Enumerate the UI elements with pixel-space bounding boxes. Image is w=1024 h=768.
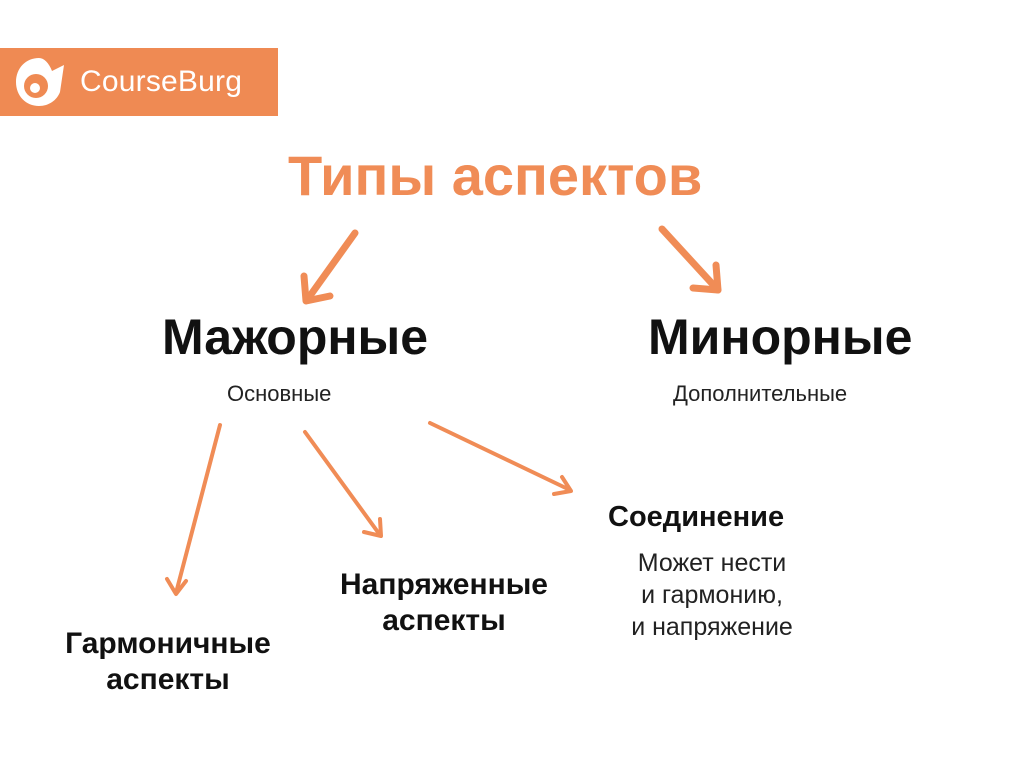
diagram-title: Типы аспектов [288, 144, 703, 207]
courseburg-logo-icon [16, 58, 64, 106]
conjunction-desc-line2: и гармонию, [641, 581, 783, 609]
tense-aspects-line1: Напряженные [339, 568, 548, 601]
conjunction-description: Может нести и гармонию, и напряжение [614, 547, 810, 643]
tense-aspects-label: Напряженные аспекты [320, 567, 568, 639]
arrow-title-to-minor [658, 225, 722, 294]
arrow-major-to-conjunction [428, 421, 573, 496]
conjunction-desc-line1: Может нести [637, 549, 787, 577]
harmonic-aspects-line2: аспекты [106, 663, 230, 696]
minor-aspects-heading: Минорные [648, 309, 913, 365]
brand-logo: CourseBurg [0, 48, 278, 116]
arrow-major-to-tense [303, 430, 383, 538]
minor-aspects-subtitle: Дополнительные [673, 381, 848, 406]
arrow-title-to-major [300, 229, 359, 305]
major-aspects-subtitle: Основные [227, 381, 332, 406]
conjunction-desc-line3: и напряжение [631, 613, 793, 641]
brand-name: CourseBurg [80, 65, 243, 98]
conjunction-heading: Соединение [608, 501, 785, 533]
harmonic-aspects-line1: Гармоничные [65, 627, 271, 660]
tense-aspects-line2: аспекты [382, 604, 506, 637]
major-aspects-heading: Мажорные [162, 309, 429, 365]
arrow-major-to-harmonic [165, 423, 222, 596]
harmonic-aspects-label: Гармоничные аспекты [48, 626, 288, 698]
